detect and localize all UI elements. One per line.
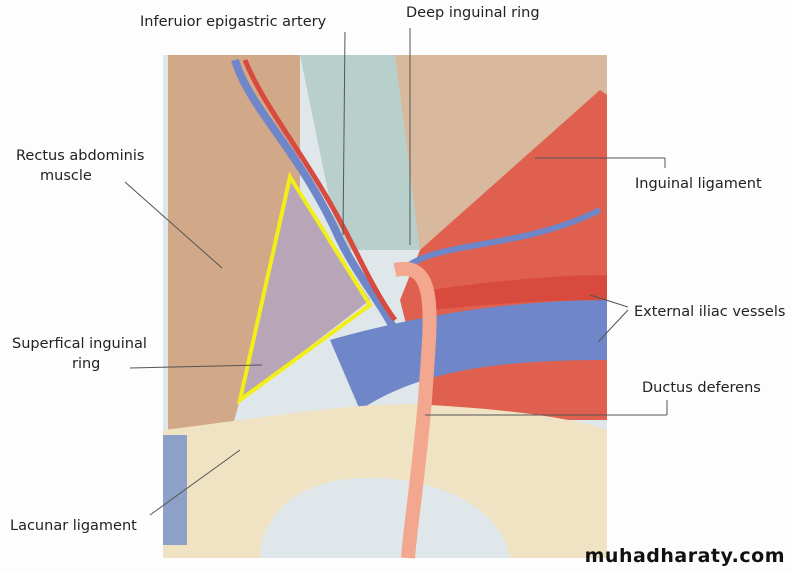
label-inguinal-ligament: Inguinal ligament [635, 176, 762, 192]
label-lacunar-ligament: Lacunar ligament [10, 518, 137, 534]
inferior-epigastric-vein [231, 58, 404, 342]
external-iliac-vein [330, 300, 607, 410]
label-superficial-line1: Superfical inguinal [12, 336, 147, 352]
label-external-iliac-vessels: External iliac vessels [634, 304, 786, 320]
external-iliac-artery [430, 275, 607, 310]
leader-lines [124, 28, 668, 516]
label-superficial-inguinal-ring: Superfical inguinal ring [12, 334, 147, 374]
watermark: muhadharaty.com [584, 545, 785, 567]
superficial-ring-outline [236, 171, 373, 405]
label-superficial-line2: ring [72, 356, 101, 372]
rectus-abdominis-muscle [168, 55, 300, 435]
label-rectus-line2: muscle [40, 168, 92, 184]
pubic-bone [163, 404, 607, 558]
testicular-vessels [403, 207, 602, 271]
pubic-symphysis [163, 435, 187, 545]
label-inferior-epigastric-artery: Inferuior epigastric artery [140, 14, 327, 30]
superficial-ring-region [240, 180, 370, 400]
label-ductus-deferens: Ductus deferens [642, 380, 761, 396]
label-rectus-line1: Rectus abdominis [16, 148, 145, 164]
inferior-epigastric-artery [242, 59, 398, 322]
external-oblique-area [395, 55, 607, 250]
ductus-deferens [393, 261, 437, 559]
label-rectus-abdominis: Rectus abdominis muscle [16, 146, 144, 186]
label-deep-inguinal-ring: Deep inguinal ring [406, 5, 540, 21]
